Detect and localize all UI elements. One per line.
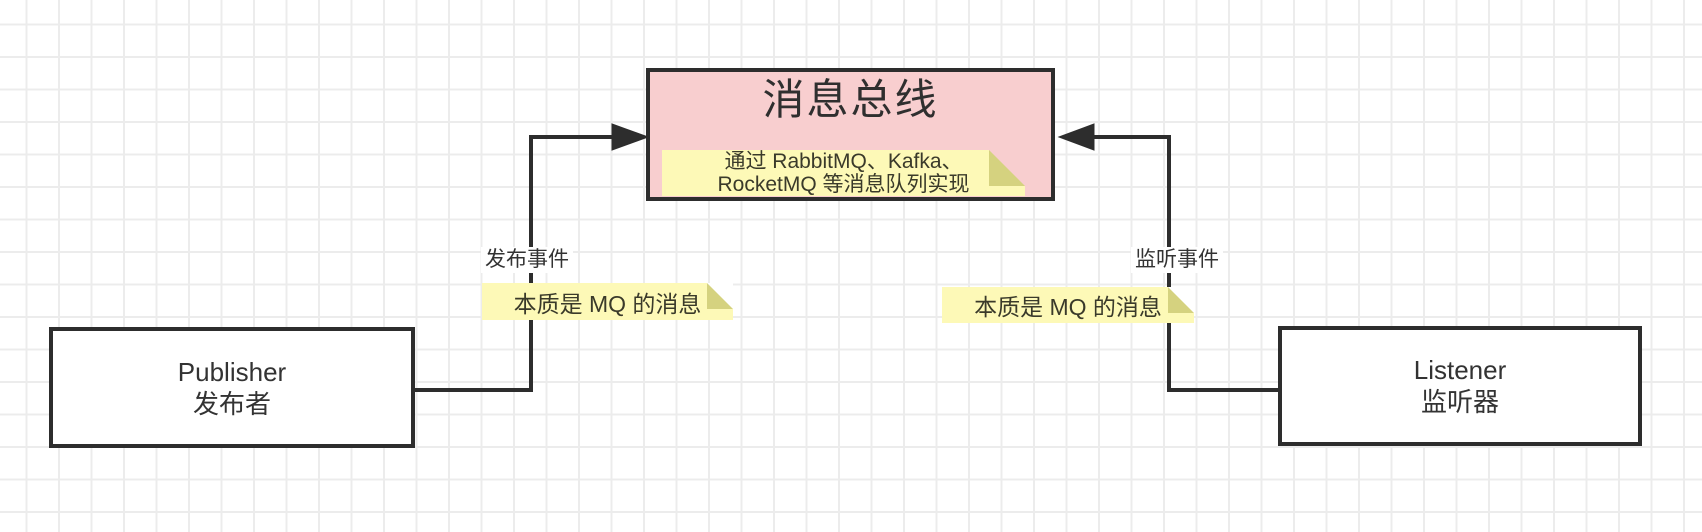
bus-note: 通过 RabbitMQ、Kafka、 RocketMQ 等消息队列实现 [662, 150, 1025, 196]
message-bus-node: 消息总线 通过 RabbitMQ、Kafka、 RocketMQ 等消息队列实现 [646, 68, 1055, 201]
listen-edge-label: 监听事件 [1131, 247, 1223, 273]
listen-note: 本质是 MQ 的消息 [942, 287, 1194, 323]
listener-name: Listener [1413, 355, 1507, 385]
arrowhead-right-icon [611, 123, 650, 151]
message-bus-title: 消息总线 [762, 76, 939, 123]
folded-corner-icon [1168, 287, 1194, 313]
publish-note: 本质是 MQ 的消息 [482, 283, 733, 320]
listener-node: Listener 监听器 [1278, 326, 1642, 446]
folded-corner-icon [707, 283, 733, 309]
publisher-label-cn: 发布者 [192, 388, 271, 419]
bus-note-line1: 通过 RabbitMQ、Kafka、 [724, 150, 963, 173]
publisher-name: Publisher [177, 356, 287, 387]
publish-edge-label: 发布事件 [481, 247, 573, 273]
listen-note-text: 本质是 MQ 的消息 [974, 294, 1162, 320]
folded-corner-icon [989, 150, 1025, 186]
listener-label-cn: 监听器 [1420, 387, 1499, 417]
bus-note-line2: RocketMQ 等消息队列实现 [717, 173, 970, 196]
publish-note-text: 本质是 MQ 的消息 [513, 290, 702, 317]
publisher-node: Publisher 发布者 [49, 327, 415, 448]
arrowhead-left-icon [1057, 123, 1095, 151]
